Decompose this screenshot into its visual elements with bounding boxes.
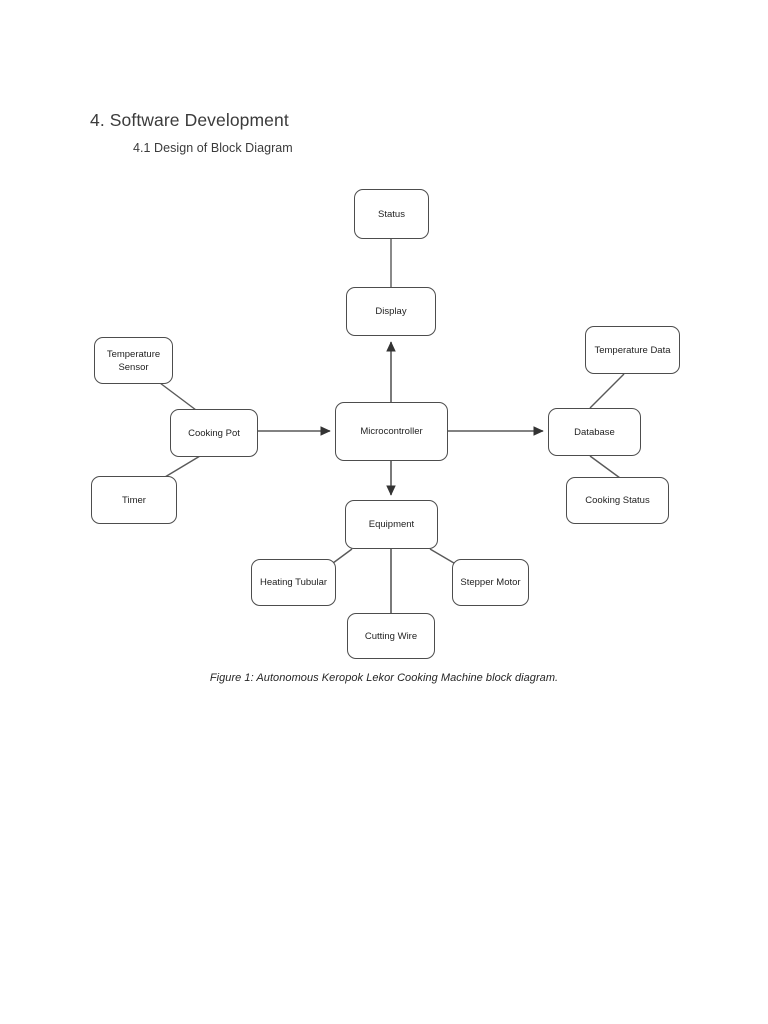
- node-display[interactable]: Display: [346, 287, 436, 336]
- node-microcontroller[interactable]: Microcontroller: [335, 402, 448, 461]
- edge-timer-cooking-pot: [164, 455, 201, 478]
- node-timer[interactable]: Timer: [91, 476, 177, 524]
- node-cooking-pot[interactable]: Cooking Pot: [170, 409, 258, 457]
- edge-temperature-data-database: [589, 373, 625, 409]
- figure-caption: Figure 1: Autonomous Keropok Lekor Cooki…: [209, 672, 559, 684]
- node-equipment[interactable]: Equipment: [345, 500, 438, 549]
- node-temperature-sensor[interactable]: Temperature Sensor: [94, 337, 173, 384]
- edge-database-cooking-status: [589, 455, 621, 479]
- node-temperature-data[interactable]: Temperature Data: [585, 326, 680, 374]
- node-heating-tubular[interactable]: Heating Tubular: [251, 559, 336, 606]
- page-title: 4. Software Development: [90, 110, 289, 130]
- node-status[interactable]: Status: [354, 189, 429, 239]
- node-database[interactable]: Database: [548, 408, 641, 456]
- node-stepper-motor[interactable]: Stepper Motor: [452, 559, 529, 606]
- section-subtitle: 4.1 Design of Block Diagram: [133, 141, 293, 155]
- edge-temperature-sensor-cooking-pot: [159, 382, 197, 411]
- node-cooking-status[interactable]: Cooking Status: [566, 477, 669, 524]
- node-cutting-wire[interactable]: Cutting Wire: [347, 613, 435, 659]
